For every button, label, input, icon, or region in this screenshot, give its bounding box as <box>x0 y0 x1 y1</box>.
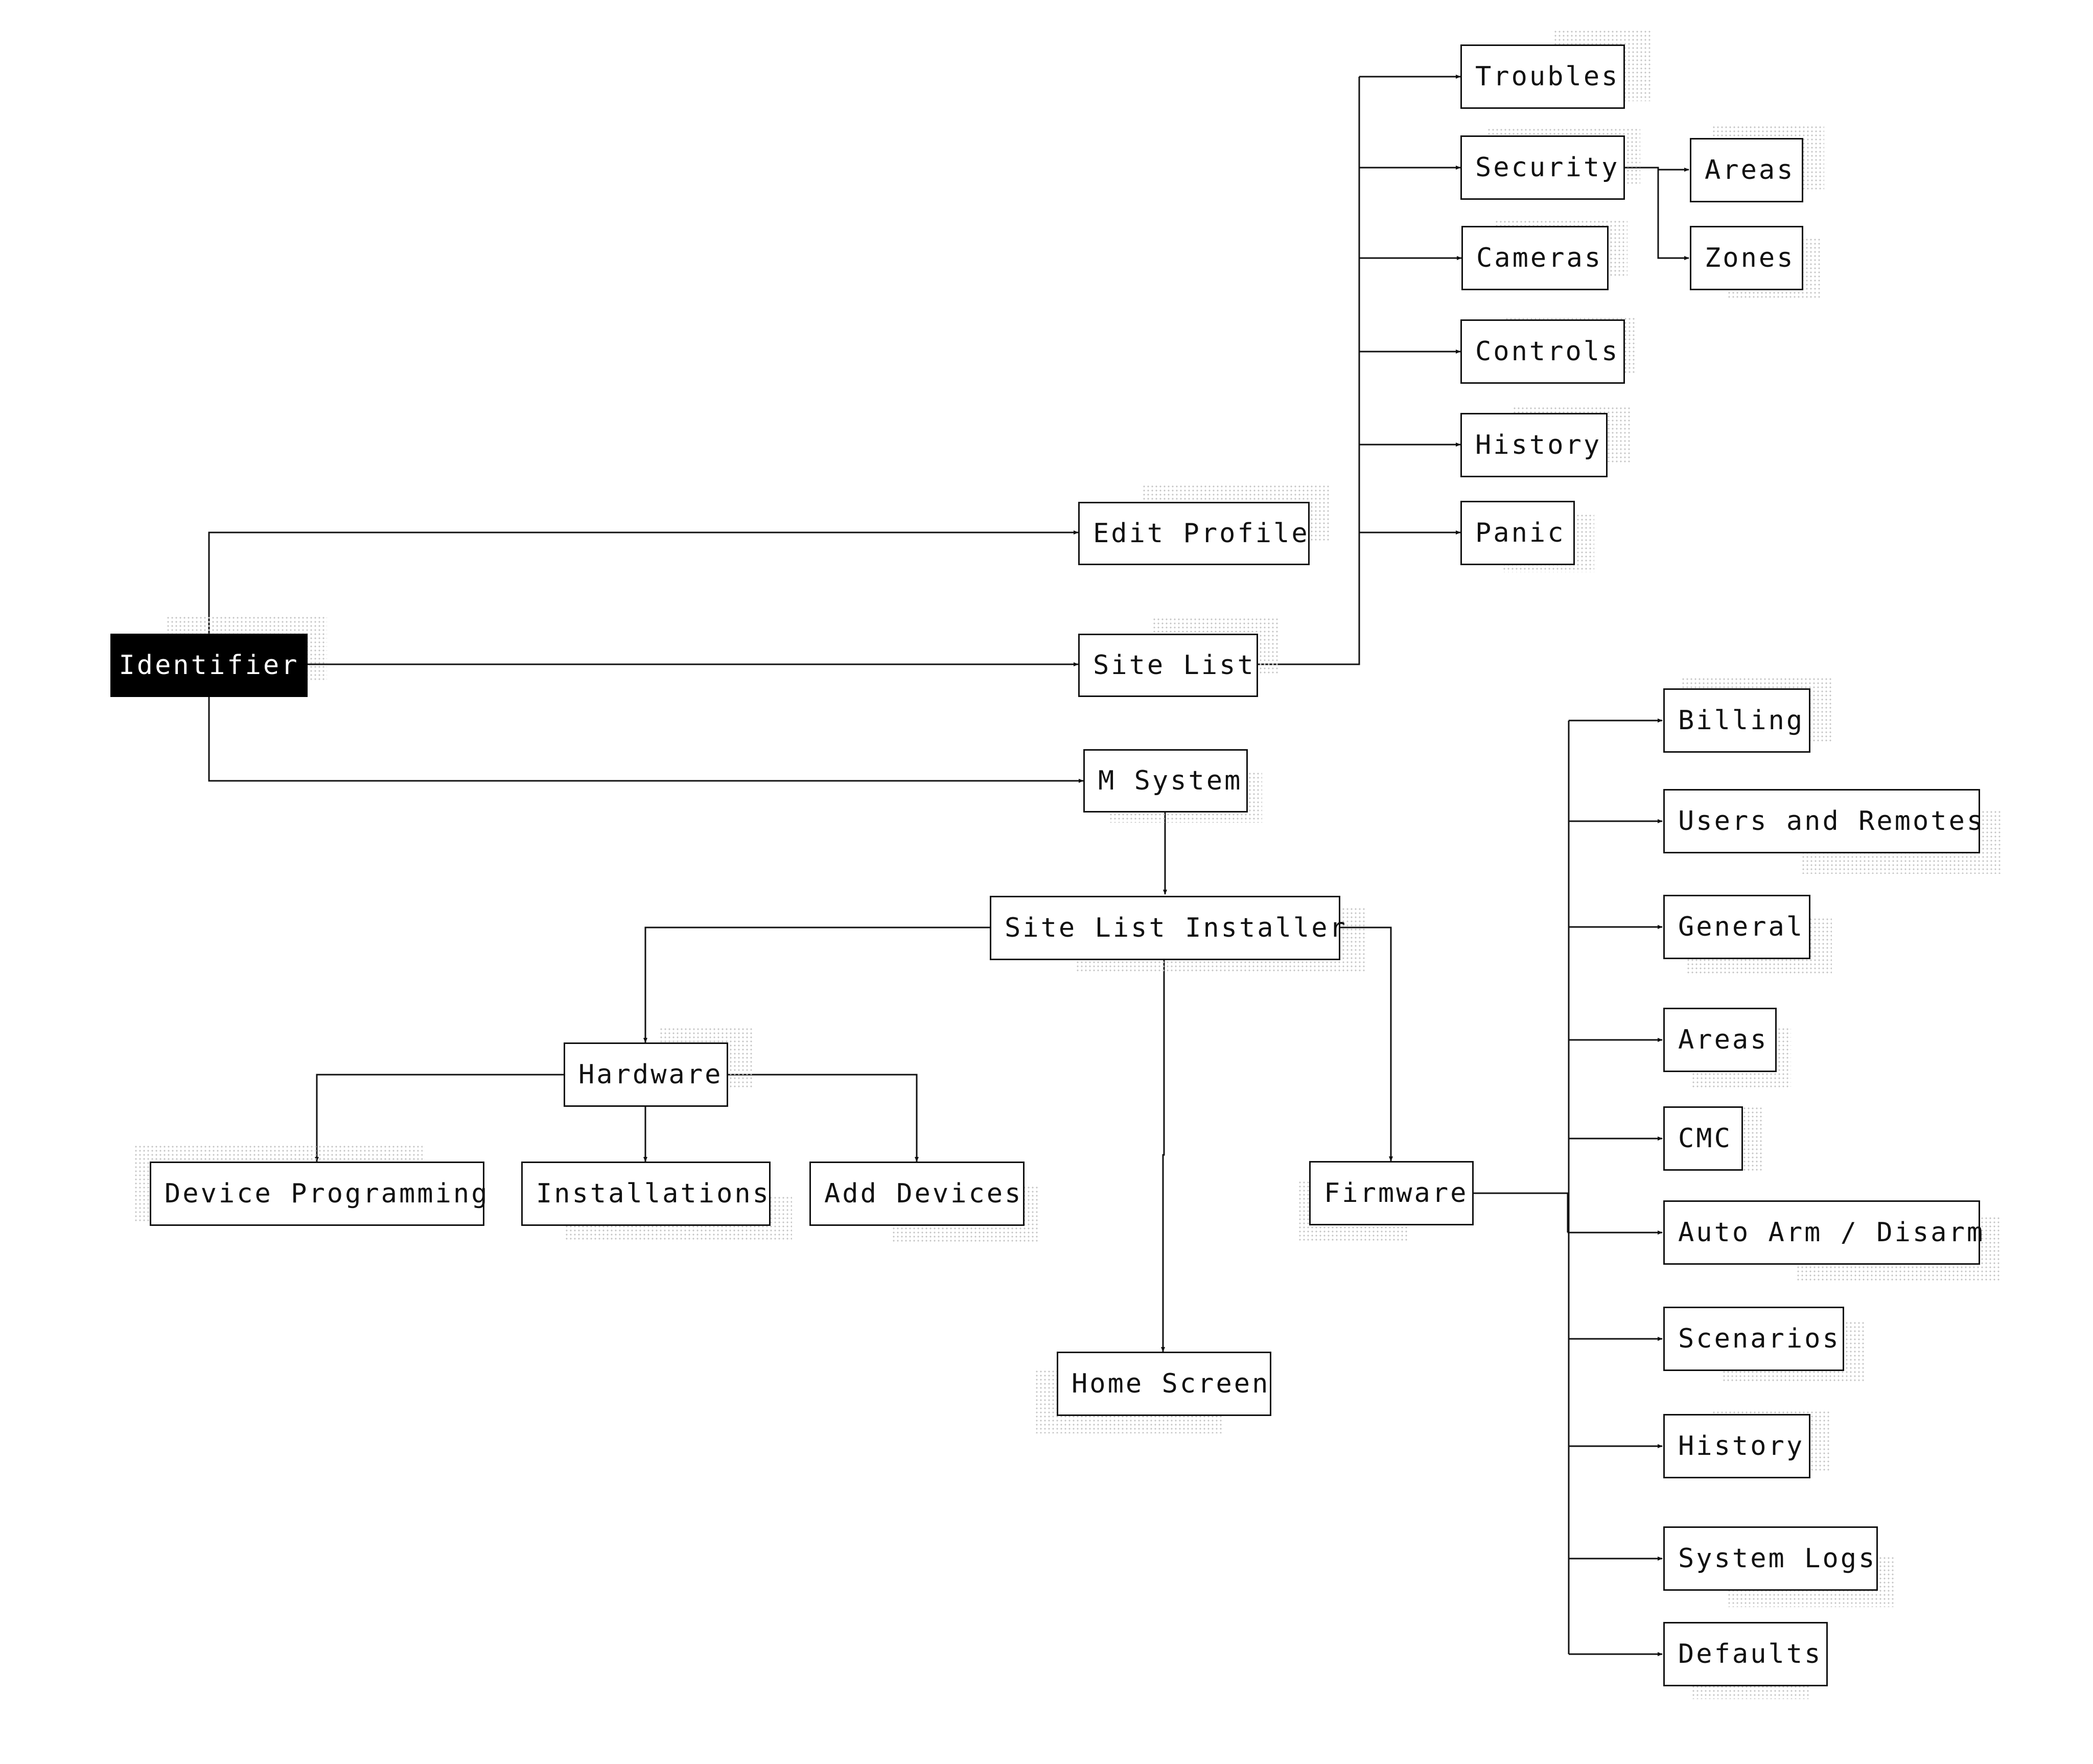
node-m-system[interactable]: M System <box>1083 749 1248 813</box>
node-device-programming[interactable]: Device Programming <box>150 1162 487 1226</box>
node-general[interactable]: General <box>1663 895 1810 959</box>
node-system-logs[interactable]: System Logs <box>1663 1526 1878 1591</box>
node-security[interactable]: Security <box>1460 135 1625 200</box>
node-site-list-installer[interactable]: Site List Installer <box>990 896 1345 960</box>
node-home-screen[interactable]: Home Screen <box>1057 1352 1271 1416</box>
node-add-devices[interactable]: Add Devices <box>809 1162 1025 1226</box>
connector-security-areas <box>1623 167 1689 172</box>
node-users-and-remotes[interactable]: Users and Remotes <box>1663 789 1983 853</box>
node-hardware[interactable]: Hardware <box>564 1042 728 1107</box>
connector-firmware-trunk <box>1473 1192 1569 1233</box>
connector-identifier-edit-profile <box>208 530 1079 634</box>
node-identifier[interactable]: Identifier <box>110 634 308 697</box>
node-billing[interactable]: Billing <box>1663 688 1810 753</box>
node-site-list[interactable]: Site List <box>1078 634 1258 697</box>
node-firmware[interactable]: Firmware <box>1309 1161 1474 1225</box>
node-controls[interactable]: Controls <box>1460 319 1625 384</box>
connector-installer-hardware <box>643 926 990 1043</box>
connector-installer-home-screen <box>1161 959 1165 1352</box>
node-firmware-areas[interactable]: Areas <box>1663 1008 1777 1072</box>
node-troubles[interactable]: Troubles <box>1460 44 1625 109</box>
node-scenarios[interactable]: Scenarios <box>1663 1307 1844 1371</box>
node-edit-profile[interactable]: Edit Profile <box>1078 502 1310 565</box>
node-cmc[interactable]: CMC <box>1663 1106 1743 1171</box>
node-history[interactable]: History <box>1460 413 1608 477</box>
node-defaults[interactable]: Defaults <box>1663 1622 1828 1686</box>
node-cameras[interactable]: Cameras <box>1461 226 1609 290</box>
connector-security-zones <box>1657 170 1689 260</box>
node-security-zones[interactable]: Zones <box>1690 226 1803 290</box>
node-firmware-history[interactable]: History <box>1663 1414 1810 1478</box>
node-panic[interactable]: Panic <box>1460 501 1575 565</box>
connector-identifier-m-system <box>208 696 1084 783</box>
node-auto-arm-disarm[interactable]: Auto Arm / Disarm <box>1663 1200 1983 1265</box>
node-security-areas[interactable]: Areas <box>1690 138 1803 202</box>
connector-hardware-device-programming <box>315 1074 564 1162</box>
connector-hardware-add-devices <box>727 1074 919 1162</box>
node-installations[interactable]: Installations <box>521 1162 771 1226</box>
connector-site-list-trunk <box>1257 77 1360 665</box>
